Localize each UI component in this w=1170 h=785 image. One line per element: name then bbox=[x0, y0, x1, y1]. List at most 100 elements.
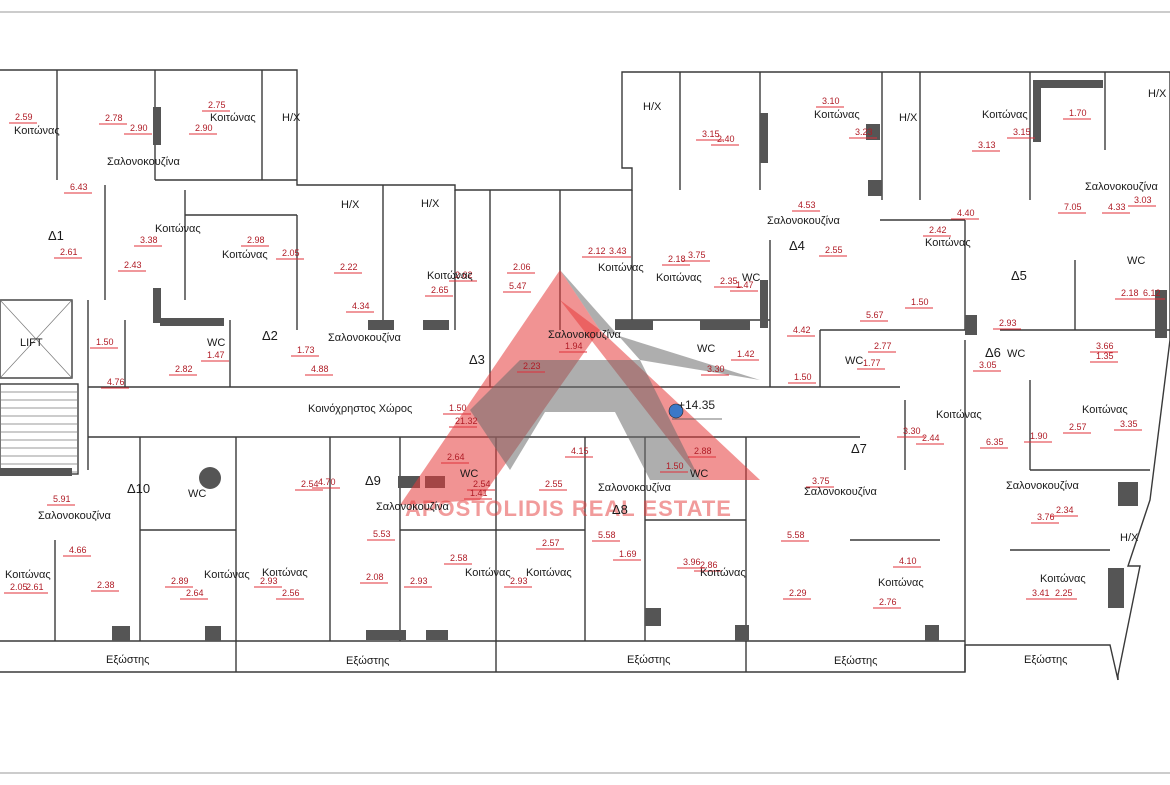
dimension-value: 1.50 bbox=[794, 372, 812, 382]
dimension-value: 2.86 bbox=[700, 560, 718, 570]
dimension-value: 4.34 bbox=[352, 301, 370, 311]
dimension-value: 2.57 bbox=[542, 538, 560, 548]
dimension-value: 2.82 bbox=[175, 364, 193, 374]
dimension-value: 1.50 bbox=[666, 461, 684, 471]
dimension-value: 3.38 bbox=[140, 235, 158, 245]
room-label: Κοινόχρηστος Χώρος bbox=[308, 403, 412, 415]
lift-shaft bbox=[0, 299, 73, 379]
dimension-value: 2.57 bbox=[1069, 422, 1087, 432]
balcony-label: Εξώστης bbox=[834, 655, 877, 667]
dimension-value: 3.43 bbox=[609, 246, 627, 256]
room-label: Κοιτώνας bbox=[427, 270, 473, 282]
dimension-value: 5.67 bbox=[866, 310, 884, 320]
dimension-value: 3.03 bbox=[1134, 195, 1152, 205]
dimension-value: 3.96 bbox=[683, 557, 701, 567]
room-labels: ΚοιτώναςΚοιτώναςΣαλονοκουζίναH/XΚοιτώνας… bbox=[5, 88, 1167, 589]
dimension-value: 2.75 bbox=[208, 100, 226, 110]
room-label: H/X bbox=[282, 112, 301, 124]
dimension-value: 2.90 bbox=[130, 123, 148, 133]
room-label: Σαλονοκουζίνα bbox=[804, 486, 878, 498]
room-label: Σαλονοκουζίνα bbox=[548, 329, 622, 341]
building-outline bbox=[0, 69, 1170, 681]
dimension-value: 2.05 bbox=[10, 582, 28, 592]
room-label: WC bbox=[460, 468, 478, 480]
room-label: Κοιτώνας bbox=[204, 569, 250, 581]
watermark-text: APOSTOLIDIS REAL ESTATE bbox=[405, 496, 732, 521]
room-label: Σαλονοκουζίνα bbox=[107, 156, 181, 168]
dimension-value: 2.93 bbox=[260, 576, 278, 586]
dimension-value: 2.38 bbox=[97, 580, 115, 590]
room-label: Κοιτώνας bbox=[465, 567, 511, 579]
dimension-value: 2.78 bbox=[105, 113, 123, 123]
room-label: Σαλονοκουζίνα bbox=[767, 215, 841, 227]
dimension-value: 2.35 bbox=[720, 276, 738, 286]
dimension-value: 2.64 bbox=[447, 452, 465, 462]
dimension-value: 1.69 bbox=[619, 549, 637, 559]
dimension-value: 2.25 bbox=[1055, 588, 1073, 598]
dimension-value: 2.22 bbox=[340, 262, 358, 272]
room-label: Κοιτώνας bbox=[936, 409, 982, 421]
apartment-label: Δ7 bbox=[851, 441, 867, 456]
dimension-value: 5.47 bbox=[509, 281, 527, 291]
interior-walls bbox=[54, 70, 1170, 641]
dimension-value: 3.41 bbox=[1032, 588, 1050, 598]
dimension-value: 1.90 bbox=[1030, 431, 1048, 441]
dimension-value: 1.70 bbox=[1069, 108, 1087, 118]
apartment-label: Δ2 bbox=[262, 328, 278, 343]
dimension-value: 3.23 bbox=[855, 127, 873, 137]
room-label: H/X bbox=[421, 198, 440, 210]
apartment-label: Δ3 bbox=[469, 352, 485, 367]
dimension-value: 21.32 bbox=[455, 416, 478, 426]
room-label: Κοιτώνας bbox=[982, 109, 1028, 121]
dimension-value: 2.89 bbox=[171, 576, 189, 586]
dimension-value: 2.12 bbox=[588, 246, 606, 256]
dimension-value: 2.18 bbox=[1121, 288, 1139, 298]
room-label: WC bbox=[1007, 348, 1025, 360]
dimension-value: 2.98 bbox=[247, 235, 265, 245]
dimension-value: 6.43 bbox=[70, 182, 88, 192]
room-label: Κοιτώνας bbox=[925, 237, 971, 249]
dimension-value: 4.40 bbox=[957, 208, 975, 218]
room-label: Σαλονοκουζίνα bbox=[1006, 480, 1080, 492]
dimension-value: 2.40 bbox=[717, 134, 735, 144]
room-label: Σαλονοκουζίνα bbox=[1085, 181, 1159, 193]
dimension-value: 2.93 bbox=[510, 576, 528, 586]
dimension-value: 2.44 bbox=[922, 433, 940, 443]
dimension-value: 3.66 bbox=[1096, 341, 1114, 351]
dimension-value: 2.59 bbox=[15, 112, 33, 122]
room-label: WC bbox=[742, 272, 760, 284]
dimension-value: 2.42 bbox=[929, 225, 947, 235]
room-label: Κοιτώνας bbox=[262, 567, 308, 579]
dimension-value: 5.53 bbox=[373, 529, 391, 539]
dimension-value: 4.42 bbox=[793, 325, 811, 335]
dimension-value: 1.50 bbox=[96, 337, 114, 347]
room-label: H/X bbox=[1148, 88, 1167, 100]
balcony-label: Εξώστης bbox=[627, 654, 670, 666]
dimension-value: 2.56 bbox=[282, 588, 300, 598]
room-label: WC bbox=[188, 488, 206, 500]
dimension-value: 1.41 bbox=[470, 488, 488, 498]
dimension-value: 2.06 bbox=[513, 262, 531, 272]
dimension-value: 5.58 bbox=[598, 530, 616, 540]
dimension-value: 4.88 bbox=[311, 364, 329, 374]
dimension-value: 1.73 bbox=[297, 345, 315, 355]
dimension-value: 2.61 bbox=[26, 582, 44, 592]
dimension-value: 6.35 bbox=[986, 437, 1004, 447]
dimension-value: 2.90 bbox=[195, 123, 213, 133]
dimension-value: 1.50 bbox=[449, 403, 467, 413]
balcony-label: Εξώστης bbox=[346, 655, 389, 667]
dimension-value: 1.35 bbox=[1096, 351, 1114, 361]
dimension-value: 2.23 bbox=[523, 361, 541, 371]
dimension-value: 2.64 bbox=[186, 588, 204, 598]
dimension-value: 2.55 bbox=[545, 479, 563, 489]
dimension-value: 2.93 bbox=[410, 576, 428, 586]
room-label: H/X bbox=[643, 101, 662, 113]
apartment-label: Δ6 bbox=[985, 345, 1001, 360]
elevation-label: +14.35 bbox=[678, 398, 715, 412]
dimension-value: 1.42 bbox=[737, 349, 755, 359]
dimension-value: 2.54 bbox=[301, 479, 319, 489]
apartment-label: Δ5 bbox=[1011, 268, 1027, 283]
dimension-value: 2.58 bbox=[450, 553, 468, 563]
dimension-value: 3.30 bbox=[903, 426, 921, 436]
structural-columns bbox=[0, 80, 1167, 641]
